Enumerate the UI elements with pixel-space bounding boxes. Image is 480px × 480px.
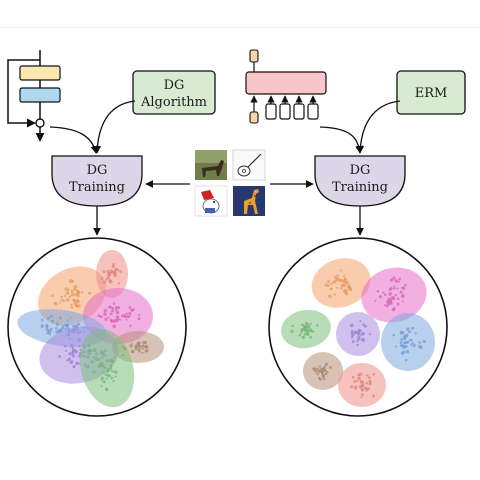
network-layer-yellow [19,65,61,81]
training-left-label-1: DG [87,163,108,178]
horse-photo-icon [195,150,227,180]
guitar-sketch-icon [232,149,266,181]
cluster-brown [303,352,343,390]
patch-tokens [265,95,319,120]
erm-label: ERM [415,86,448,101]
output-token [249,49,259,63]
transformer-block [245,71,327,95]
training-right-label-2: Training [332,180,388,195]
cluster-green [79,328,135,408]
residual-add-node [35,118,45,128]
right-transformer-icon [245,49,327,124]
input-token [249,111,259,124]
cluster-salmon [96,250,128,298]
left-network-icon [7,50,61,142]
dg-algorithm-label-1: DG [164,78,185,93]
top-divider [0,27,480,28]
cluster-orange [311,258,371,308]
training-right-label-1: DG [350,163,371,178]
cluster-green [281,309,331,349]
cluster-magenta [361,267,427,323]
separated-clusters [281,258,435,407]
dg-algorithm-box: DG Algorithm [132,70,216,115]
cluster-salmon [338,363,386,407]
erm-embedding-space [268,237,448,417]
dg-algorithm-label-2: Algorithm [140,95,207,110]
overlapping-clusters [17,250,164,408]
cluster-blue [381,313,435,371]
dg-training-box-right: DG Training [314,155,406,207]
network-layer-blue [19,87,61,103]
dg-training-box-left: DG Training [51,155,143,207]
training-left-label-2: Training [69,180,125,195]
cartoon-dog-icon [194,185,228,217]
giraffe-painting-icon [233,186,265,216]
cluster-purple [336,312,380,356]
dg-embedding-space [7,237,187,417]
erm-box: ERM [396,70,466,115]
input-arrows [49,100,401,154]
domain-images [145,149,314,217]
